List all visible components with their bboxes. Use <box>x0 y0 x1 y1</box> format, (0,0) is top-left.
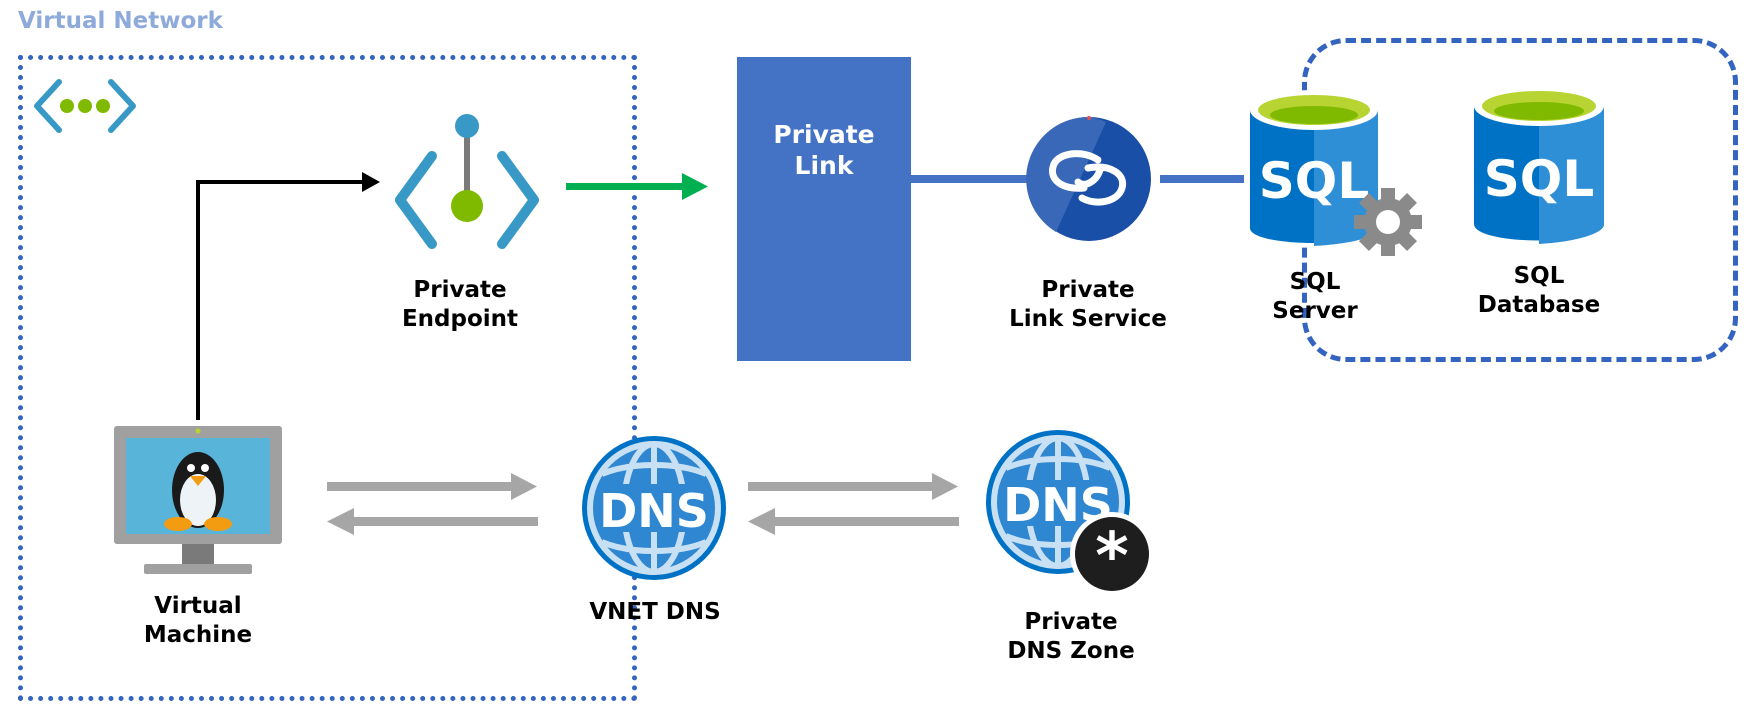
sql-database-label-line1: SQL <box>1513 263 1565 289</box>
vm-to-endpoint-arrow <box>196 172 380 420</box>
private-link-box: Private Link <box>737 57 911 361</box>
private-link-label-line1: Private <box>773 120 875 149</box>
private-dns-zone-label: Private DNS Zone <box>1007 608 1134 666</box>
private-link-label-line2: Link <box>794 151 854 180</box>
sql-database-label-line2: Database <box>1477 292 1601 318</box>
vnet-dns-to-vm-arrow <box>327 508 538 535</box>
private-endpoint-icon <box>395 114 539 249</box>
private-link-service-icon <box>1026 116 1151 241</box>
sql-server-label-line1: SQL <box>1289 269 1341 295</box>
badge-asterisk: * <box>1095 520 1128 594</box>
vnet-dns-label: VNET DNS <box>589 598 720 627</box>
asterisk-badge-icon: * <box>1070 512 1154 596</box>
private-dns-zone-label-line1: Private <box>1024 609 1118 635</box>
private-endpoint-label-line1: Private <box>413 277 507 303</box>
endpoint-to-private-link-arrow <box>566 173 708 200</box>
vnet-title: Virtual Network <box>18 8 223 34</box>
sql-server-node: SQL <box>1248 88 1424 258</box>
sql-database-icon: SQL <box>1474 86 1604 244</box>
gear-icon <box>1354 188 1422 256</box>
sql-server-icon-text: SQL <box>1259 152 1369 210</box>
private-link-service-label: Private Link Service <box>1009 276 1167 334</box>
private-zone-to-vnet-dns-arrow <box>748 508 959 535</box>
private-dns-zone-label-line2: DNS Zone <box>1007 638 1135 664</box>
sql-server-label-line2: Server <box>1272 298 1358 324</box>
private-link-service-label-line2: Link Service <box>1009 306 1167 332</box>
vnet-dns-to-private-zone-arrow <box>748 473 958 500</box>
private-dns-zone-icon: DNS * <box>986 430 1154 596</box>
tux-penguin-icon <box>164 452 232 531</box>
virtual-machine-label: Virtual Machine <box>144 592 252 650</box>
service-to-sql-line <box>1160 175 1244 183</box>
dns-globe-icon: DNS <box>582 436 726 580</box>
sql-database-label: SQL Database <box>1478 262 1600 320</box>
private-link-service-label-line1: Private <box>1041 277 1135 303</box>
virtual-machine-label-line2: Machine <box>143 622 253 648</box>
private-endpoint-label: Private Endpoint <box>402 276 518 334</box>
linux-vm-icon <box>114 426 282 574</box>
sql-server-label: SQL Server <box>1272 268 1357 326</box>
virtual-machine-label-line1: Virtual <box>154 593 242 619</box>
vnet-boundary <box>18 55 637 701</box>
sql-database-icon-text: SQL <box>1484 150 1594 208</box>
sql-server-icon: SQL <box>1250 90 1422 256</box>
private-link-to-service-line <box>911 175 1027 183</box>
virtual-network-icon <box>34 79 136 133</box>
vnet-dns-icon-text: DNS <box>599 484 709 538</box>
vm-to-vnet-dns-arrow <box>327 473 537 500</box>
private-endpoint-label-line2: Endpoint <box>401 306 519 332</box>
vnet-dns-label-line1: VNET DNS <box>589 599 721 625</box>
